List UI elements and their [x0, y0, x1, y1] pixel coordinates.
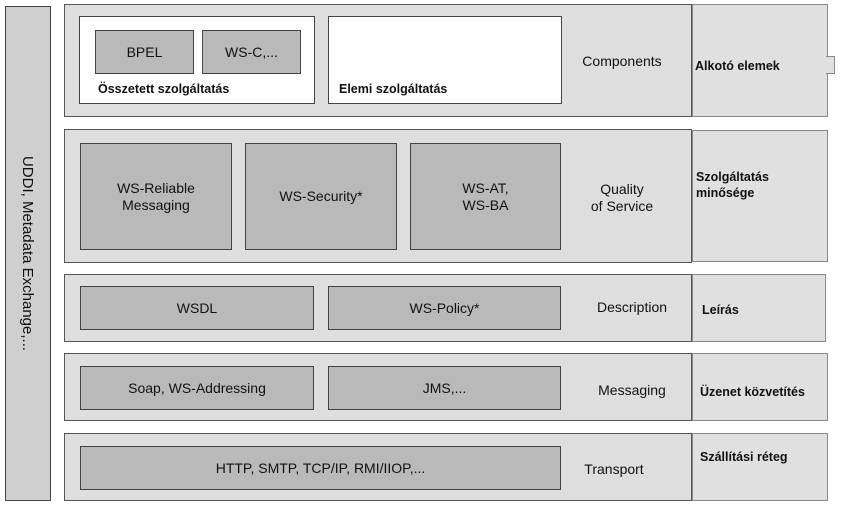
- hu-panel-components: [692, 4, 828, 117]
- uddi-metadata-bar: UDDI, Metadata Exchange,...: [5, 6, 51, 501]
- jms-label: JMS,...: [422, 379, 467, 396]
- transport-label-text: Transport: [584, 460, 644, 477]
- hu-panel-qos: [692, 130, 828, 262]
- ws-security-line1: WS-Security*: [279, 188, 363, 204]
- ws-reliable-line1: WS-Reliable: [117, 179, 195, 196]
- ws-reliable-line2: Messaging: [122, 196, 190, 213]
- ws-c-label: WS-C,...: [225, 43, 278, 60]
- description-label: Description: [568, 296, 696, 318]
- messaging-label-text: Messaging: [598, 381, 666, 398]
- hu-description-label: Leírás: [702, 303, 739, 317]
- ws-c-box: WS-C,...: [202, 30, 301, 74]
- hu-messaging-label: Üzenet közvetítés: [700, 385, 805, 399]
- hu-panel-notch: [826, 56, 835, 74]
- qos-label: Quality of Service: [568, 178, 676, 218]
- hu-panel-description: [692, 274, 826, 342]
- uddi-metadata-label: UDDI, Metadata Exchange,...: [19, 155, 37, 352]
- hu-components-label: Alkotó elemek: [695, 59, 780, 73]
- hu-transport-label: Szállítási réteg: [700, 450, 788, 464]
- qos-label-line1: Quality: [600, 181, 644, 197]
- transport-protocols-label: HTTP, SMTP, TCP/IP, RMI/IIOP,...: [215, 459, 426, 476]
- bpel-label: BPEL: [126, 43, 163, 60]
- hu-qos-label: Szolgáltatás minősége: [696, 169, 769, 201]
- messaging-label: Messaging: [568, 379, 696, 401]
- wsdl-box: WSDL: [80, 286, 314, 330]
- components-label: Components: [568, 50, 676, 72]
- hu-qos-line2: minősége: [696, 186, 755, 200]
- hu-panel-messaging: [692, 353, 828, 421]
- elementary-service-box: [328, 16, 562, 104]
- qos-label-line2: of Service: [590, 198, 654, 214]
- ws-at-line1: WS-AT,: [462, 179, 509, 196]
- jms-box: JMS,...: [328, 366, 561, 410]
- ws-policy-box: WS-Policy*: [328, 286, 561, 330]
- transport-protocols-box: HTTP, SMTP, TCP/IP, RMI/IIOP,...: [80, 446, 561, 490]
- ws-at-line2: WS-BA: [462, 196, 509, 213]
- ws-security-box: WS-Security*: [245, 143, 397, 250]
- bpel-box: BPEL: [95, 30, 194, 74]
- soap-label: Soap, WS-Addressing: [128, 379, 266, 396]
- ws-at-ba-box: WS-AT, WS-BA: [410, 143, 561, 250]
- hu-qos-line1: Szolgáltatás: [696, 170, 769, 184]
- composite-service-caption: Összetett szolgáltatás: [98, 82, 230, 96]
- hu-panel-transport: [692, 433, 828, 501]
- soap-box: Soap, WS-Addressing: [80, 366, 314, 410]
- ws-reliable-messaging-box: WS-Reliable Messaging: [80, 143, 232, 250]
- description-label-text: Description: [596, 298, 668, 315]
- elementary-service-caption: Elemi szolgáltatás: [339, 82, 448, 96]
- ws-policy-label: WS-Policy*: [409, 299, 480, 316]
- components-label-text: Components: [582, 52, 662, 69]
- wsdl-label: WSDL: [176, 299, 218, 316]
- transport-label: Transport: [568, 458, 660, 480]
